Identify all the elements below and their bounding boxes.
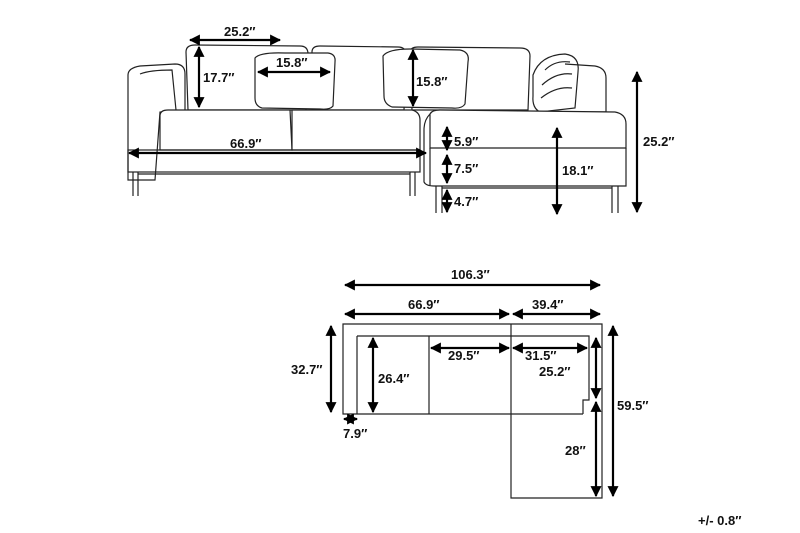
label-back-cushion-width: 25.2″ — [224, 24, 256, 39]
label-main-length: 66.9″ — [408, 297, 440, 312]
label-chaise-width: 39.4″ — [532, 297, 564, 312]
label-total-height: 25.2″ — [643, 134, 675, 149]
label-arm-width: 7.9″ — [343, 426, 367, 441]
label-seat-width-main: 29.5″ — [448, 348, 480, 363]
roll-pillow — [532, 53, 579, 113]
label-pillow-height: 15.8″ — [416, 74, 448, 89]
seat-cushion-2 — [291, 109, 421, 151]
label-back-cushion-height: 17.7″ — [203, 70, 235, 85]
label-pillow-width: 15.8″ — [276, 55, 308, 70]
label-chaise-back-depth: 25.2″ — [539, 364, 571, 379]
seat-cushion-1 — [159, 109, 293, 151]
chaise-seat — [429, 109, 627, 149]
right-arm — [564, 63, 607, 113]
front-view: 25.2″ 17.7″ 15.8″ 15.8″ 66.9″ 5.9″ 7.5″ … — [127, 24, 675, 216]
label-seat-width-chaise: 31.5″ — [525, 348, 557, 363]
label-seat-depth: 26.4″ — [378, 371, 410, 386]
label-leg-height: 4.7″ — [454, 194, 478, 209]
top-view: 106.3″ 66.9″ 39.4″ 29.5″ 31.5″ 32.7″ 26.… — [291, 267, 649, 499]
top-inner-outline — [357, 335, 590, 414]
label-sofa-width: 66.9″ — [230, 136, 262, 151]
label-seat-height: 18.1″ — [562, 163, 594, 178]
left-arm — [127, 63, 186, 181]
label-seat-cushion-height: 5.9″ — [454, 134, 478, 149]
left-arm-inner — [139, 69, 177, 111]
label-total-length: 106.3″ — [451, 267, 490, 282]
label-seat-base-height: 7.5″ — [454, 161, 478, 176]
label-total-depth: 59.5″ — [617, 398, 649, 413]
label-chaise-seat-depth: 28″ — [565, 443, 586, 458]
pillow-2 — [382, 48, 469, 109]
tolerance-note: +/- 0.8″ — [698, 513, 741, 528]
chaise-base — [423, 113, 627, 187]
label-depth: 32.7″ — [291, 362, 323, 377]
